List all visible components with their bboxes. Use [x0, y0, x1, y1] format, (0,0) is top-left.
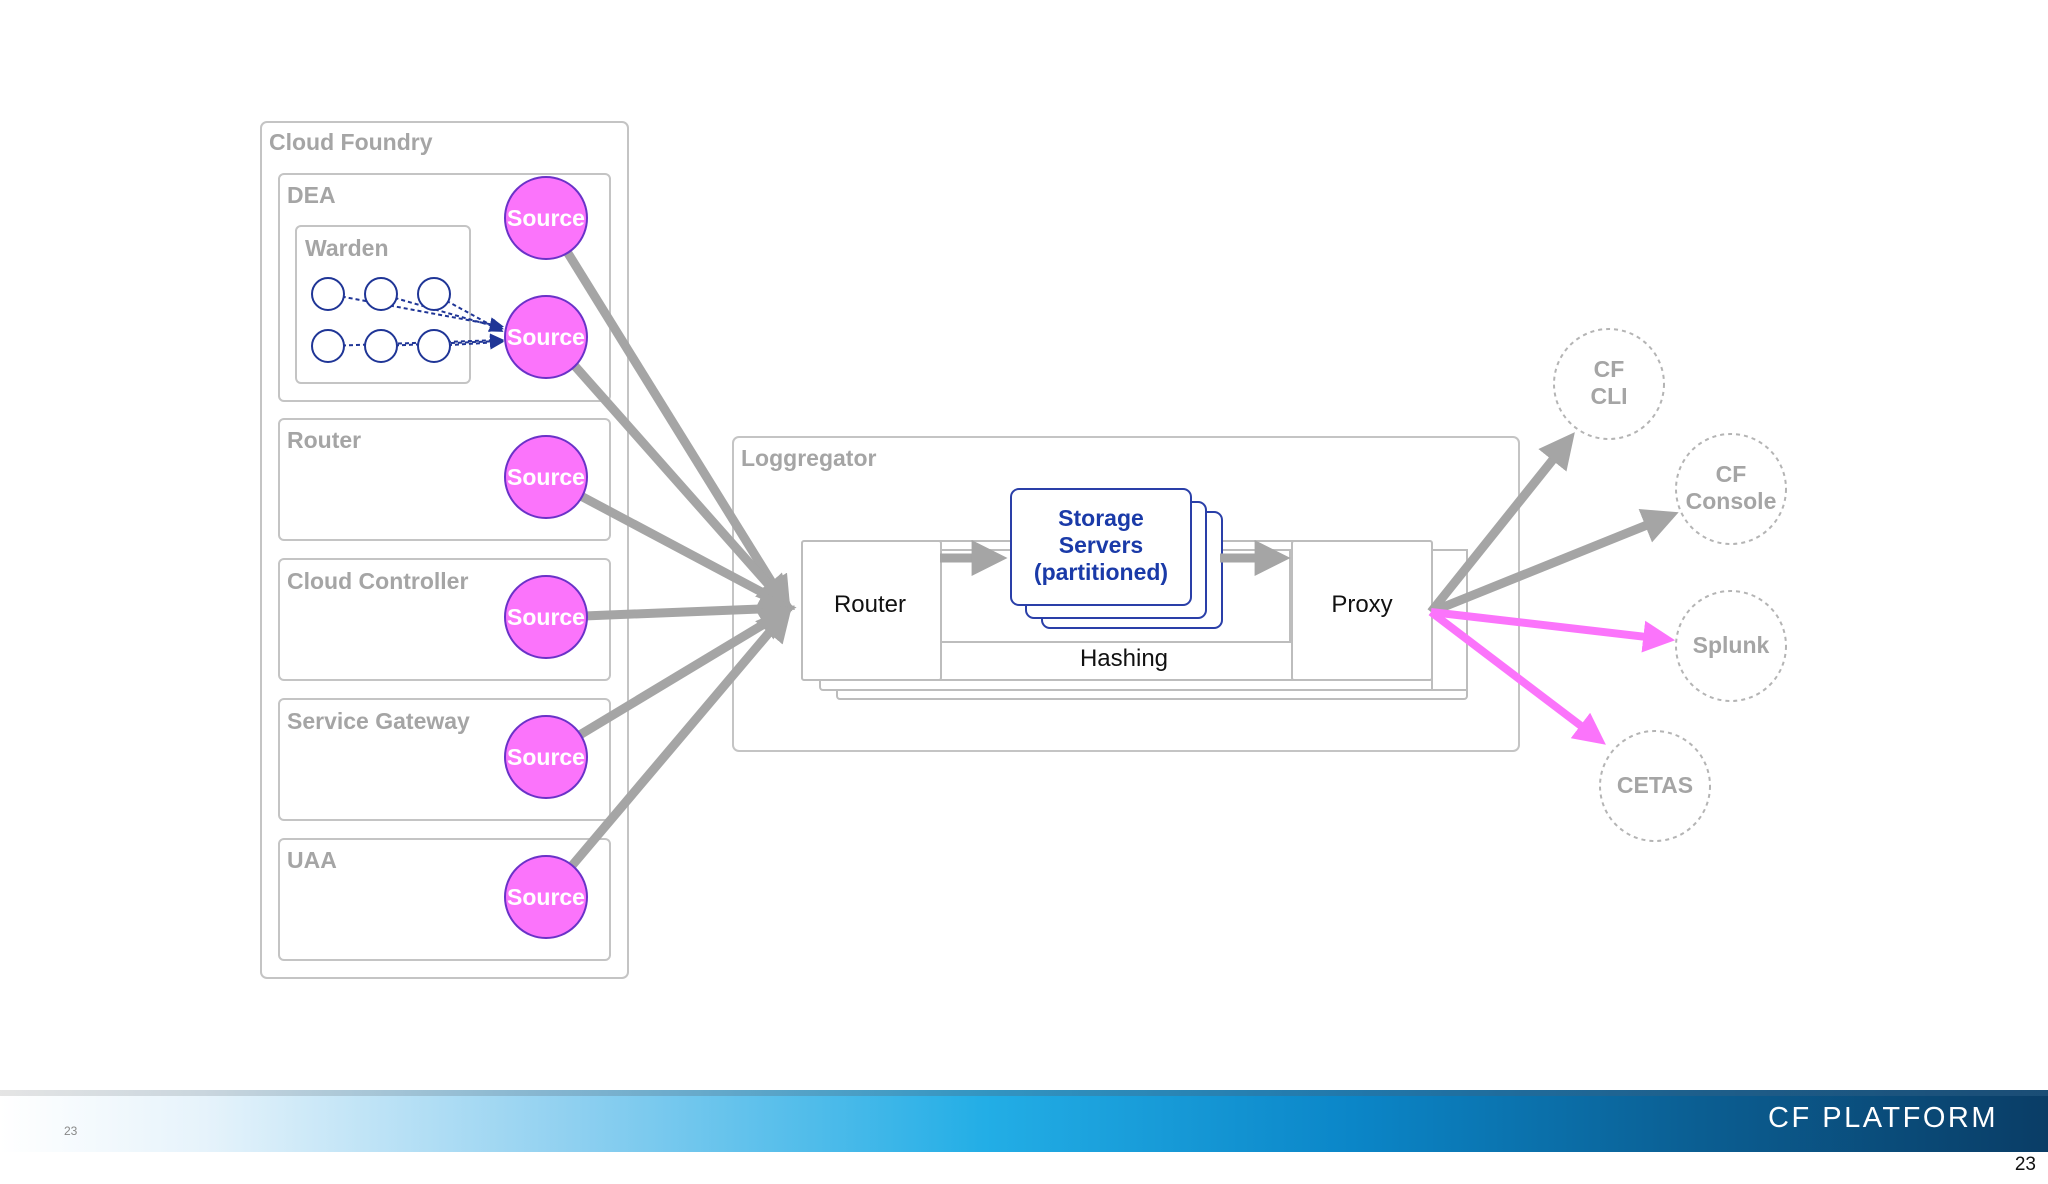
loggregator-title: Loggregator	[741, 445, 876, 471]
loggregator-router-label: Router	[834, 591, 906, 618]
proxy-label: Proxy	[1331, 591, 1392, 618]
app-instance	[417, 329, 451, 363]
splunk-cloud: Splunk	[1675, 590, 1787, 702]
svg-text:Source: Source	[507, 744, 585, 770]
cloud-foundry-title: Cloud Foundry	[269, 129, 433, 155]
dea-label: DEA	[287, 182, 336, 208]
uaa-label: UAA	[287, 847, 337, 873]
storage-line-2: Servers	[1059, 532, 1143, 558]
source-node-router: Source	[504, 435, 588, 519]
app-instance	[364, 329, 398, 363]
source-node-uaa: Source	[504, 855, 588, 939]
svg-text:Console: Console	[1686, 488, 1777, 514]
source-node-dea-warden: Source	[504, 295, 588, 379]
svg-text:Source: Source	[507, 884, 585, 910]
svg-text:CF: CF	[1594, 356, 1625, 382]
footer-bar: 23 CF PLATFORM	[0, 1090, 2048, 1152]
storage-servers: Storage Servers (partitioned)	[1010, 488, 1223, 629]
loggregator-router-node: Router	[801, 540, 942, 681]
page-number: 23	[2014, 1154, 2036, 1175]
svg-text:Splunk: Splunk	[1693, 632, 1770, 658]
source-to-router-arrows	[562, 247, 797, 871]
svg-text:CETAS: CETAS	[1617, 772, 1693, 798]
svg-text:CLI: CLI	[1590, 383, 1627, 409]
proxy-to-consumer-arrows	[1427, 432, 1679, 745]
cloud-controller-label: Cloud Controller	[287, 568, 468, 594]
source-node-service-gateway: Source	[504, 715, 588, 799]
app-instance	[364, 277, 398, 311]
loggregator-architecture-diagram: Cloud Foundry DEA Warden Router Cloud Co…	[260, 121, 1787, 979]
svg-text:Source: Source	[507, 324, 585, 350]
storage-line-1: Storage	[1058, 505, 1144, 531]
cf-platform-brand: CF PLATFORM	[1768, 1102, 1998, 1134]
footer-small-page-number: 23	[64, 1124, 78, 1138]
cf-console-cloud: CF Console	[1675, 433, 1787, 545]
svg-text:CF: CF	[1716, 461, 1747, 487]
source-node-dea-top: Source	[504, 176, 588, 260]
source-nodes: Source Source Source Source Source Sourc…	[504, 176, 588, 939]
source-node-cloud-controller: Source	[504, 575, 588, 659]
cf-cli-cloud: CF CLI	[1553, 328, 1665, 440]
app-instance	[417, 277, 451, 311]
svg-text:Source: Source	[507, 205, 585, 231]
svg-text:Source: Source	[507, 464, 585, 490]
cetas-cloud: CETAS	[1599, 730, 1711, 842]
app-instance	[311, 329, 345, 363]
cf-router-label: Router	[287, 427, 361, 453]
service-gateway-label: Service Gateway	[287, 708, 470, 734]
svg-text:Source: Source	[507, 604, 585, 630]
hashing-label: Hashing	[1080, 645, 1168, 672]
warden-label: Warden	[305, 235, 389, 261]
warden-app-instances	[311, 277, 504, 363]
storage-line-3: (partitioned)	[1034, 559, 1168, 585]
app-instance	[311, 277, 345, 311]
